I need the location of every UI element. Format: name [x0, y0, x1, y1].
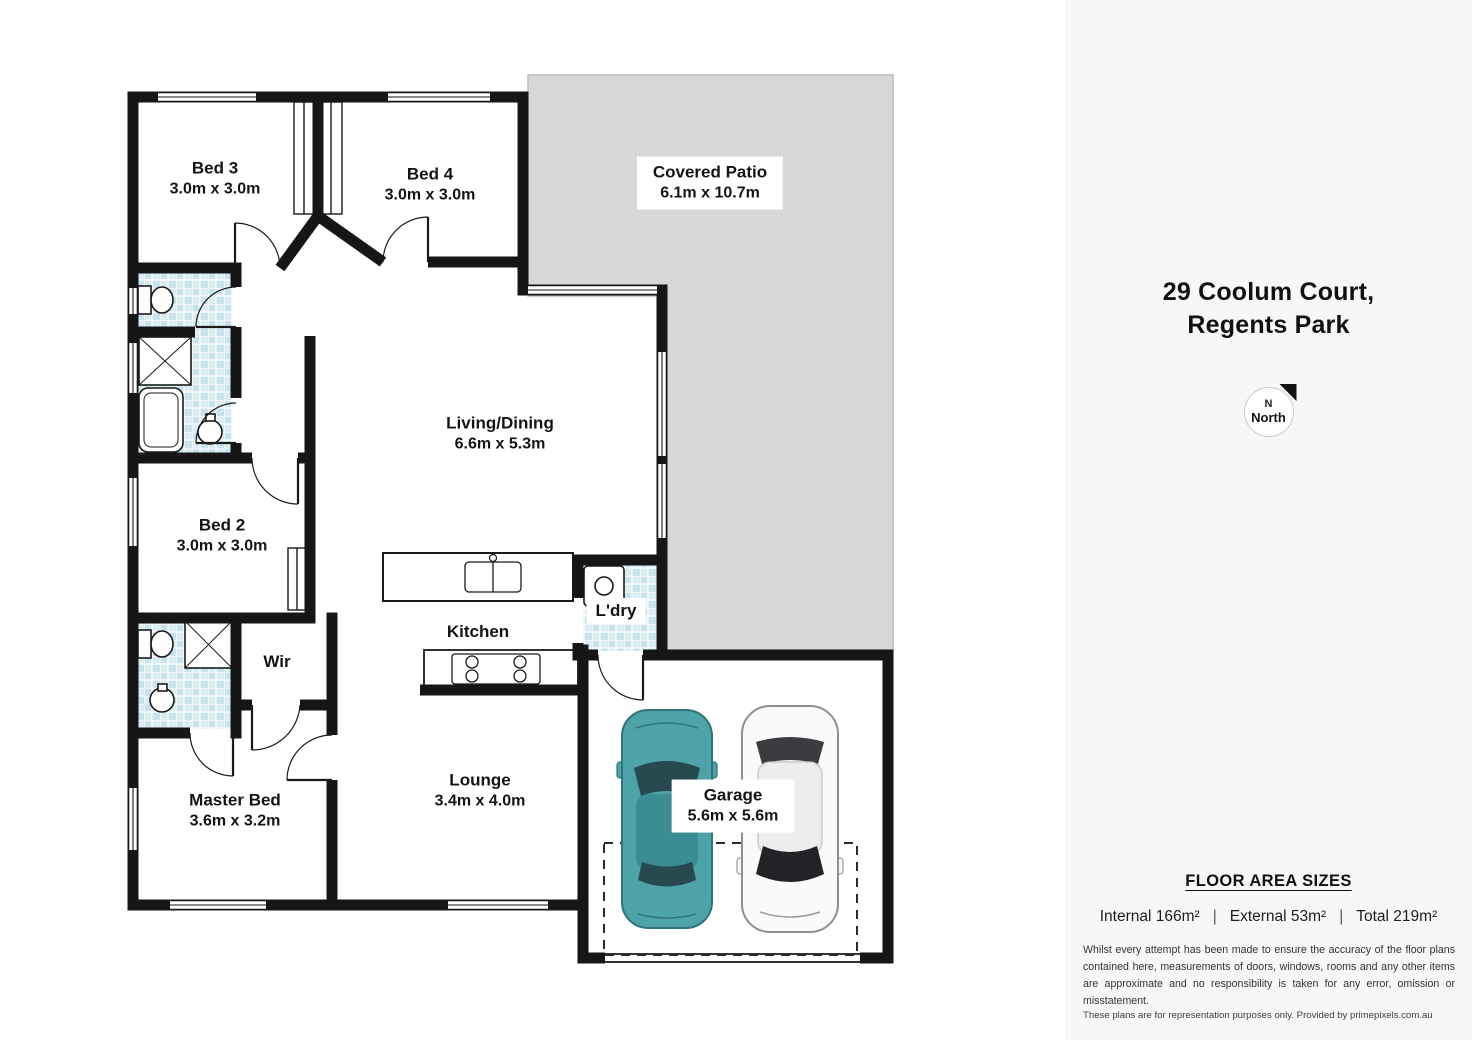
- compass-n-label: N: [1264, 398, 1273, 411]
- window: [127, 343, 139, 393]
- room-name: Covered Patio: [652, 162, 768, 182]
- room-dims: 6.6m x 5.3m: [454, 435, 546, 453]
- window: [448, 899, 548, 911]
- laundry-sink: [594, 576, 614, 596]
- driveway-outline: [603, 842, 858, 956]
- basin-tap: [205, 413, 216, 422]
- room-label-bed2: Bed 2 3.0m x 3.0m: [177, 515, 268, 558]
- room-name: Kitchen: [446, 621, 510, 641]
- floor-area-heading: FLOOR AREA SIZES: [1185, 872, 1352, 890]
- basin: [197, 419, 223, 445]
- room-dims: 5.6m x 5.6m: [687, 807, 779, 825]
- room-label-lounge: Lounge 3.4m x 4.0m: [435, 770, 526, 813]
- room-dims: 3.4m x 4.0m: [434, 792, 526, 810]
- room-name: Wir: [263, 651, 291, 671]
- separator: |: [1339, 908, 1344, 925]
- room-dims: 3.0m x 3.0m: [176, 537, 268, 555]
- window: [127, 288, 139, 314]
- room-name: Lounge: [449, 770, 511, 790]
- window: [388, 91, 490, 103]
- window: [158, 91, 256, 103]
- property-title-line1: 29 Coolum Court,: [1162, 278, 1375, 306]
- room-label-living-dining: Living/Dining 6.6m x 5.3m: [446, 413, 554, 456]
- room-name: Bed 4: [406, 164, 454, 184]
- room-name: Master Bed: [189, 790, 281, 810]
- room-name: Bed 3: [191, 158, 239, 178]
- room-label-garage: Garage 5.6m x 5.6m: [671, 779, 795, 833]
- room-dims: 3.0m x 3.0m: [169, 180, 261, 198]
- room-name: Living/Dining: [446, 413, 554, 433]
- room-dims: 3.0m x 3.0m: [384, 186, 476, 204]
- cooktop: [451, 653, 541, 685]
- room-name: L'dry: [595, 600, 637, 620]
- north-compass: N North: [1241, 384, 1297, 440]
- wardrobes: [287, 101, 343, 611]
- disclaimer-text: Whilst every attempt has been made to en…: [1083, 944, 1455, 1007]
- area-total: Total 219m²: [1356, 908, 1438, 925]
- info-panel: 29 Coolum Court, Regents Park N North FL…: [1065, 0, 1472, 1040]
- doors: [189, 216, 645, 782]
- ensuite-basin-tap: [157, 683, 168, 692]
- shower-screen: [138, 336, 192, 386]
- room-label-laundry: L'dry: [586, 597, 646, 625]
- sliding-door: [656, 464, 668, 538]
- fixtures: [137, 101, 625, 713]
- property-title: 29 Coolum Court, Regents Park: [1065, 276, 1472, 341]
- room-label-master-bed: Master Bed 3.6m x 3.2m: [189, 790, 281, 833]
- property-title-line2: Regents Park: [1187, 310, 1350, 339]
- separator: |: [1212, 908, 1217, 925]
- area-external: External 53m²: [1229, 908, 1327, 925]
- floor-area-sizes: Internal 166m² | External 53m² | Total 2…: [1065, 908, 1472, 926]
- window: [656, 352, 668, 456]
- compass-north-label: North: [1251, 409, 1286, 425]
- ensuite-wc-bowl: [150, 630, 174, 658]
- floorplan-canvas: Bed 3 3.0m x 3.0m Bed 4 3.0m x 3.0m Cove…: [127, 74, 894, 964]
- walls: [127, 91, 894, 964]
- room-label-bed3: Bed 3 3.0m x 3.0m: [170, 158, 261, 201]
- room-name: Bed 2: [198, 515, 246, 535]
- window: [170, 899, 266, 911]
- ensuite-shower-screen: [184, 620, 233, 669]
- room-name: Garage: [703, 785, 763, 805]
- floorplan-svg: [127, 74, 894, 964]
- room-label-bed4: Bed 4 3.0m x 3.0m: [385, 164, 476, 207]
- room-dims: 6.1m x 10.7m: [660, 184, 760, 202]
- kitchen-tap: [488, 553, 498, 563]
- ensuite-wc-cistern: [137, 629, 152, 659]
- room-label-covered-patio: Covered Patio 6.1m x 10.7m: [636, 156, 784, 210]
- room-label-kitchen: Kitchen: [447, 621, 509, 643]
- compass-circle: N North: [1243, 387, 1294, 437]
- bathtub-inner: [143, 392, 179, 448]
- wc-cistern: [137, 285, 152, 315]
- window: [127, 788, 139, 850]
- sliding-door: [528, 284, 657, 296]
- area-internal: Internal 166m²: [1099, 908, 1200, 925]
- room-label-wir: Wir: [263, 651, 290, 673]
- room-dims: 3.6m x 3.2m: [189, 812, 281, 830]
- window: [127, 478, 139, 546]
- wc-bowl: [150, 286, 174, 314]
- provider-note: These plans are for representation purpo…: [1083, 1010, 1433, 1021]
